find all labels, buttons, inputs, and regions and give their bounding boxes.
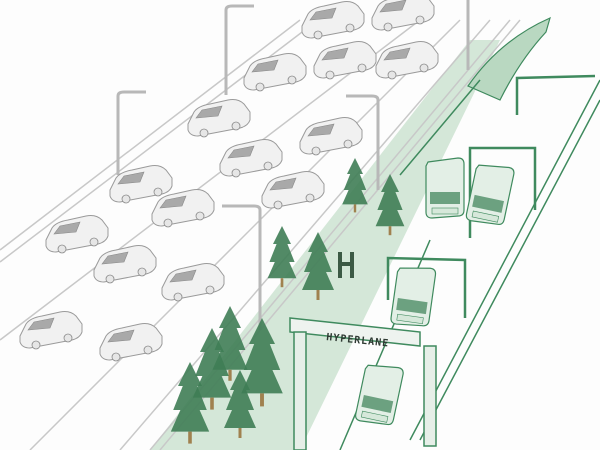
street-lamps [116, 0, 470, 330]
hyperlane-gantries [386, 74, 596, 318]
hyperlane-canopy [467, 16, 551, 101]
hyperlane-gate: HYPERLANE [289, 317, 437, 450]
h-marker-sign [338, 252, 354, 278]
